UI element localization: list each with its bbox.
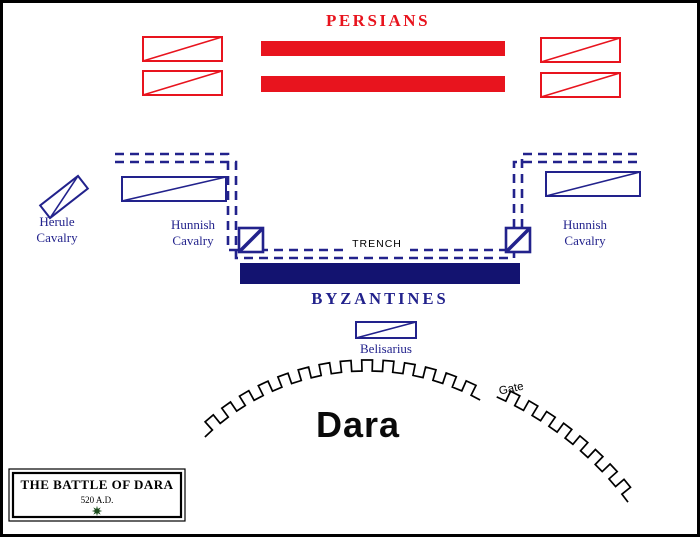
persian-infantry-bar [261, 76, 505, 92]
cavalry-diagonal-icon [121, 176, 227, 202]
legend-date: 520 A.D. [81, 495, 114, 505]
hunnish-cavalry-left-label-2: Cavalry [172, 233, 214, 248]
cavalry-diagonal-icon [49, 175, 79, 219]
cavalry-diagonal-icon [540, 72, 621, 98]
hunnish-cavalry-right: Hunnish Cavalry [545, 171, 641, 248]
trench-redoubt-right [504, 226, 532, 254]
cavalry-diagonal-icon [355, 321, 417, 339]
persian-infantry-bar [261, 41, 505, 56]
herule-cavalry: Herule Cavalry [36, 174, 90, 245]
cavalry-diagonal-icon [545, 171, 641, 197]
trench-line-outer [115, 152, 640, 252]
redoubt-diagonal-icon [238, 227, 264, 253]
hunnish-cavalry-left: Hunnish Cavalry [121, 176, 227, 248]
belisarius-label: Belisarius [360, 341, 412, 356]
hunnish-cavalry-right-label-2: Cavalry [564, 233, 606, 248]
cavalry-diagonal-icon [142, 70, 223, 96]
persians-label: PERSIANS [326, 11, 430, 30]
byzantines-label: BYZANTINES [311, 289, 448, 308]
byzantine-infantry-bar [240, 263, 520, 284]
redoubt-diagonal-icon [505, 227, 531, 253]
cavalry-diagonal-icon [142, 36, 223, 62]
persian-cavalry-right [540, 37, 621, 98]
publisher-star-icon [91, 505, 103, 517]
hunnish-cavalry-left-label-1: Hunnish [171, 217, 216, 232]
belisarius-unit: Belisarius [355, 321, 417, 356]
hunnish-cavalry-right-label-1: Hunnish [563, 217, 608, 232]
cavalry-diagonal-icon [540, 37, 621, 63]
trench-redoubt-left [237, 226, 265, 254]
city-wall-main [203, 359, 481, 438]
trench [115, 152, 640, 260]
trench-label-bg [344, 234, 410, 252]
herule-cavalry-label-2: Cavalry [36, 230, 78, 245]
legend-inner-border [11, 471, 183, 519]
trench-label: TRENCH [352, 238, 402, 250]
gate-label: Gate [498, 381, 525, 398]
city-label: Dara [316, 404, 400, 445]
city-wall-gate [496, 390, 632, 503]
persian-cavalry-left [142, 36, 223, 96]
persian-infantry-lines [261, 41, 505, 92]
herule-cavalry-label-1: Herule [39, 214, 75, 229]
legend-title: THE BATTLE OF DARA [20, 477, 173, 492]
legend-box: THE BATTLE OF DARA 520 A.D. [8, 468, 186, 522]
